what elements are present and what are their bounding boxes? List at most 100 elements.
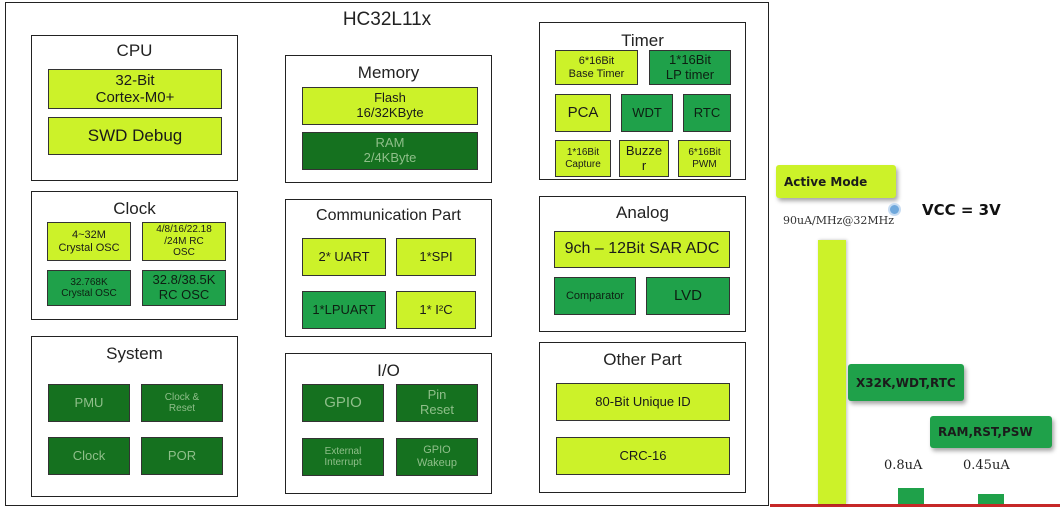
wdt-block: WDT (621, 94, 673, 132)
pmu-block: PMU (48, 384, 130, 422)
clock-panel: Clock 4~32M Crystal OSC 4/8/16/22.18 /24… (31, 191, 238, 320)
rc-osc-label: 4/8/16/22.18 /24M RC OSC (156, 224, 212, 259)
rtc-label: RTC (693, 104, 721, 120)
por-block: POR (141, 437, 223, 475)
cpu-title: CPU (116, 41, 153, 60)
rtc-block: RTC (683, 94, 731, 132)
clock-reset-block: Clock & Reset (141, 384, 223, 422)
system-clock-block: Clock (48, 437, 130, 475)
memory-panel: Memory Flash 16/32KByte RAM 2/4KByte (285, 55, 492, 183)
analog-panel: Analog 9ch – 12Bit SAR ADC Comparator LV… (539, 196, 746, 332)
other-panel: Other Part 80-Bit Unique ID CRC-16 (539, 342, 746, 493)
crystal-osc-block: 4~32M Crystal OSC (47, 222, 131, 261)
main-title: HC32L11x (342, 9, 432, 30)
system-clock-label: Clock (72, 447, 106, 463)
vcc-dot-icon (888, 203, 901, 216)
pwm-label: 6*16Bit PWM (688, 147, 721, 170)
buzzer-block: Buzze r (619, 140, 669, 177)
external-interrupt-label: External Interrupt (324, 445, 362, 469)
capture-label: 1*16Bit Capture (565, 147, 601, 170)
capture-block: 1*16Bit Capture (555, 140, 611, 177)
adc-block: 9ch – 12Bit SAR ADC (554, 231, 730, 268)
base-timer-label: 6*16Bit Base Timer (568, 54, 625, 80)
buzzer-label: Buzze r (625, 142, 663, 173)
x32k-bar (898, 488, 924, 504)
flash-block: Flash 16/32KByte (302, 87, 478, 125)
comparator-block: Comparator (554, 277, 636, 315)
ram-rst-label: RAM,RST,PSW (938, 425, 1033, 439)
io-title: I/O (377, 361, 400, 380)
vcc-label: VCC = 3V (922, 201, 1001, 219)
other-title: Other Part (603, 350, 682, 369)
i2c-block: 1* I²C (396, 291, 476, 329)
active-mode-label: Active Mode (784, 174, 868, 189)
crc-label: CRC-16 (619, 447, 667, 463)
rc-osc-block: 4/8/16/22.18 /24M RC OSC (142, 222, 226, 261)
i2c-label: 1* I²C (419, 301, 453, 317)
io-panel: I/O GPIO Pin Reset External Interrupt GP… (285, 353, 492, 494)
por-label: POR (167, 447, 197, 463)
ram-label: RAM 2/4KByte (363, 135, 417, 165)
active-mode-value: 90uA/MHz@32MHz (783, 214, 895, 227)
cpu-panel: CPU 32-Bit Cortex-M0+ SWD Debug (31, 35, 238, 181)
gpio-label: GPIO (324, 394, 362, 412)
ram-rst-bar (978, 494, 1004, 504)
pca-block: PCA (555, 94, 611, 132)
clock-title: Clock (113, 199, 156, 218)
lpuart-block: 1*LPUART (302, 291, 386, 329)
active-mode-tag: Active Mode (776, 165, 896, 198)
spi-label: 1*SPI (419, 248, 453, 264)
gpio-block: GPIO (302, 384, 384, 422)
lp-timer-block: 1*16Bit LP timer (649, 50, 731, 85)
analog-title: Analog (616, 203, 669, 222)
timer-panel: Timer 6*16Bit Base Timer 1*16Bit LP time… (539, 22, 746, 180)
clock-reset-label: Clock & Reset (164, 391, 200, 415)
power-chart: Active Mode 90uA/MHz@32MHz VCC = 3V X32K… (770, 150, 1060, 511)
low-speed-crystal-block: 32.768K Crystal OSC (47, 270, 131, 306)
wdt-label: WDT (632, 104, 662, 120)
communication-title: Communication Part (316, 207, 461, 224)
lpuart-label: 1*LPUART (312, 301, 376, 317)
comparator-label: Comparator (565, 289, 625, 302)
lp-timer-label: 1*16Bit LP timer (665, 51, 715, 82)
crystal-osc-label: 4~32M Crystal OSC (58, 228, 120, 254)
uart-block: 2* UART (302, 238, 386, 276)
flash-label: Flash 16/32KByte (356, 90, 424, 120)
swd-debug-label: SWD Debug (87, 126, 183, 146)
low-speed-rc-label: 32.8/38.5K RC OSC (152, 272, 216, 302)
x32k-label: X32K,WDT,RTC (856, 375, 956, 390)
low-speed-crystal-label: 32.768K Crystal OSC (61, 276, 117, 300)
external-interrupt-block: External Interrupt (302, 438, 384, 476)
x32k-value: 0.8uA (884, 458, 923, 473)
low-speed-rc-block: 32.8/38.5K RC OSC (142, 270, 226, 306)
cpu-core-block: 32-Bit Cortex-M0+ (48, 69, 222, 109)
gpio-wakeup-block: GPIO Wakeup (396, 438, 478, 476)
swd-debug-block: SWD Debug (48, 117, 222, 155)
pca-label: PCA (567, 104, 599, 122)
power-baseline (770, 504, 1060, 507)
ram-rst-tag: RAM,RST,PSW (930, 416, 1052, 448)
uart-label: 2* UART (318, 248, 370, 264)
adc-label: 9ch – 12Bit SAR ADC (564, 240, 720, 258)
base-timer-block: 6*16Bit Base Timer (555, 50, 638, 85)
system-panel: System PMU Clock & Reset Clock POR (31, 336, 238, 497)
communication-panel: Communication Part 2* UART 1*SPI 1*LPUAR… (285, 199, 492, 337)
crc-block: CRC-16 (556, 437, 730, 475)
unique-id-label: 80-Bit Unique ID (595, 393, 691, 409)
cpu-core-label: 32-Bit Cortex-M0+ (95, 71, 175, 106)
timer-title: Timer (621, 31, 664, 50)
x32k-tag: X32K,WDT,RTC (848, 364, 964, 401)
spi-block: 1*SPI (396, 238, 476, 276)
gpio-wakeup-label: GPIO Wakeup (417, 444, 457, 469)
pmu-label: PMU (74, 394, 104, 410)
pin-reset-label: Pin Reset (420, 387, 454, 417)
pwm-block: 6*16Bit PWM (678, 140, 731, 177)
lvd-label: LVD (673, 287, 703, 305)
pin-reset-block: Pin Reset (396, 384, 478, 422)
memory-title: Memory (357, 63, 420, 82)
unique-id-block: 80-Bit Unique ID (556, 383, 730, 421)
system-title: System (106, 344, 163, 363)
ram-rst-value: 0.45uA (963, 458, 1010, 473)
lvd-block: LVD (646, 277, 730, 315)
ram-block: RAM 2/4KByte (302, 132, 478, 170)
